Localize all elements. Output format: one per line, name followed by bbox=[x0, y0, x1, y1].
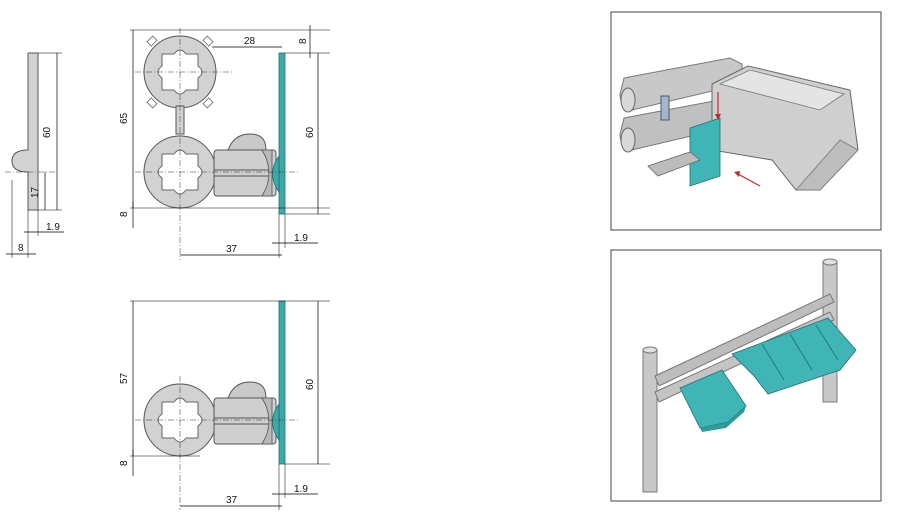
clamp-bracket bbox=[213, 133, 277, 197]
panel-bracket-teal bbox=[272, 52, 286, 215]
teal-bin-left bbox=[679, 369, 747, 432]
front-drawing-double: 65 28 8 60 8 37 1.9 bbox=[119, 25, 330, 260]
side-offset-dim: 17 bbox=[30, 186, 41, 198]
dim-top-width: 28 bbox=[244, 36, 256, 47]
dim-thickness: 1.9 bbox=[294, 233, 308, 244]
teal-bin-row bbox=[731, 317, 857, 395]
rack-with-bins-illustration bbox=[610, 249, 882, 502]
dim-single-length: 37 bbox=[226, 495, 238, 506]
dim-top-gap: 8 bbox=[298, 38, 309, 44]
side-thickness-dim: 1.9 bbox=[46, 222, 60, 233]
dim-single-bottom-gap: 8 bbox=[119, 460, 130, 466]
mounting-detail-illustration bbox=[610, 11, 882, 231]
dim-bottom-gap: 8 bbox=[119, 211, 130, 217]
dim-total-height: 65 bbox=[119, 112, 130, 124]
dim-single-height: 57 bbox=[119, 372, 130, 384]
side-width-dim: 8 bbox=[18, 243, 24, 254]
clamp-bracket-single bbox=[213, 381, 277, 445]
dim-length: 37 bbox=[226, 244, 238, 255]
dim-single-panel-height: 60 bbox=[305, 378, 316, 390]
side-view-drawing: 60 17 1.9 8 bbox=[5, 52, 64, 258]
dim-single-thickness: 1.9 bbox=[294, 484, 308, 495]
dim-panel-height: 60 bbox=[305, 126, 316, 138]
side-height-dim: 60 bbox=[42, 126, 53, 138]
front-drawing-single: 57 60 8 37 1.9 bbox=[119, 300, 330, 510]
